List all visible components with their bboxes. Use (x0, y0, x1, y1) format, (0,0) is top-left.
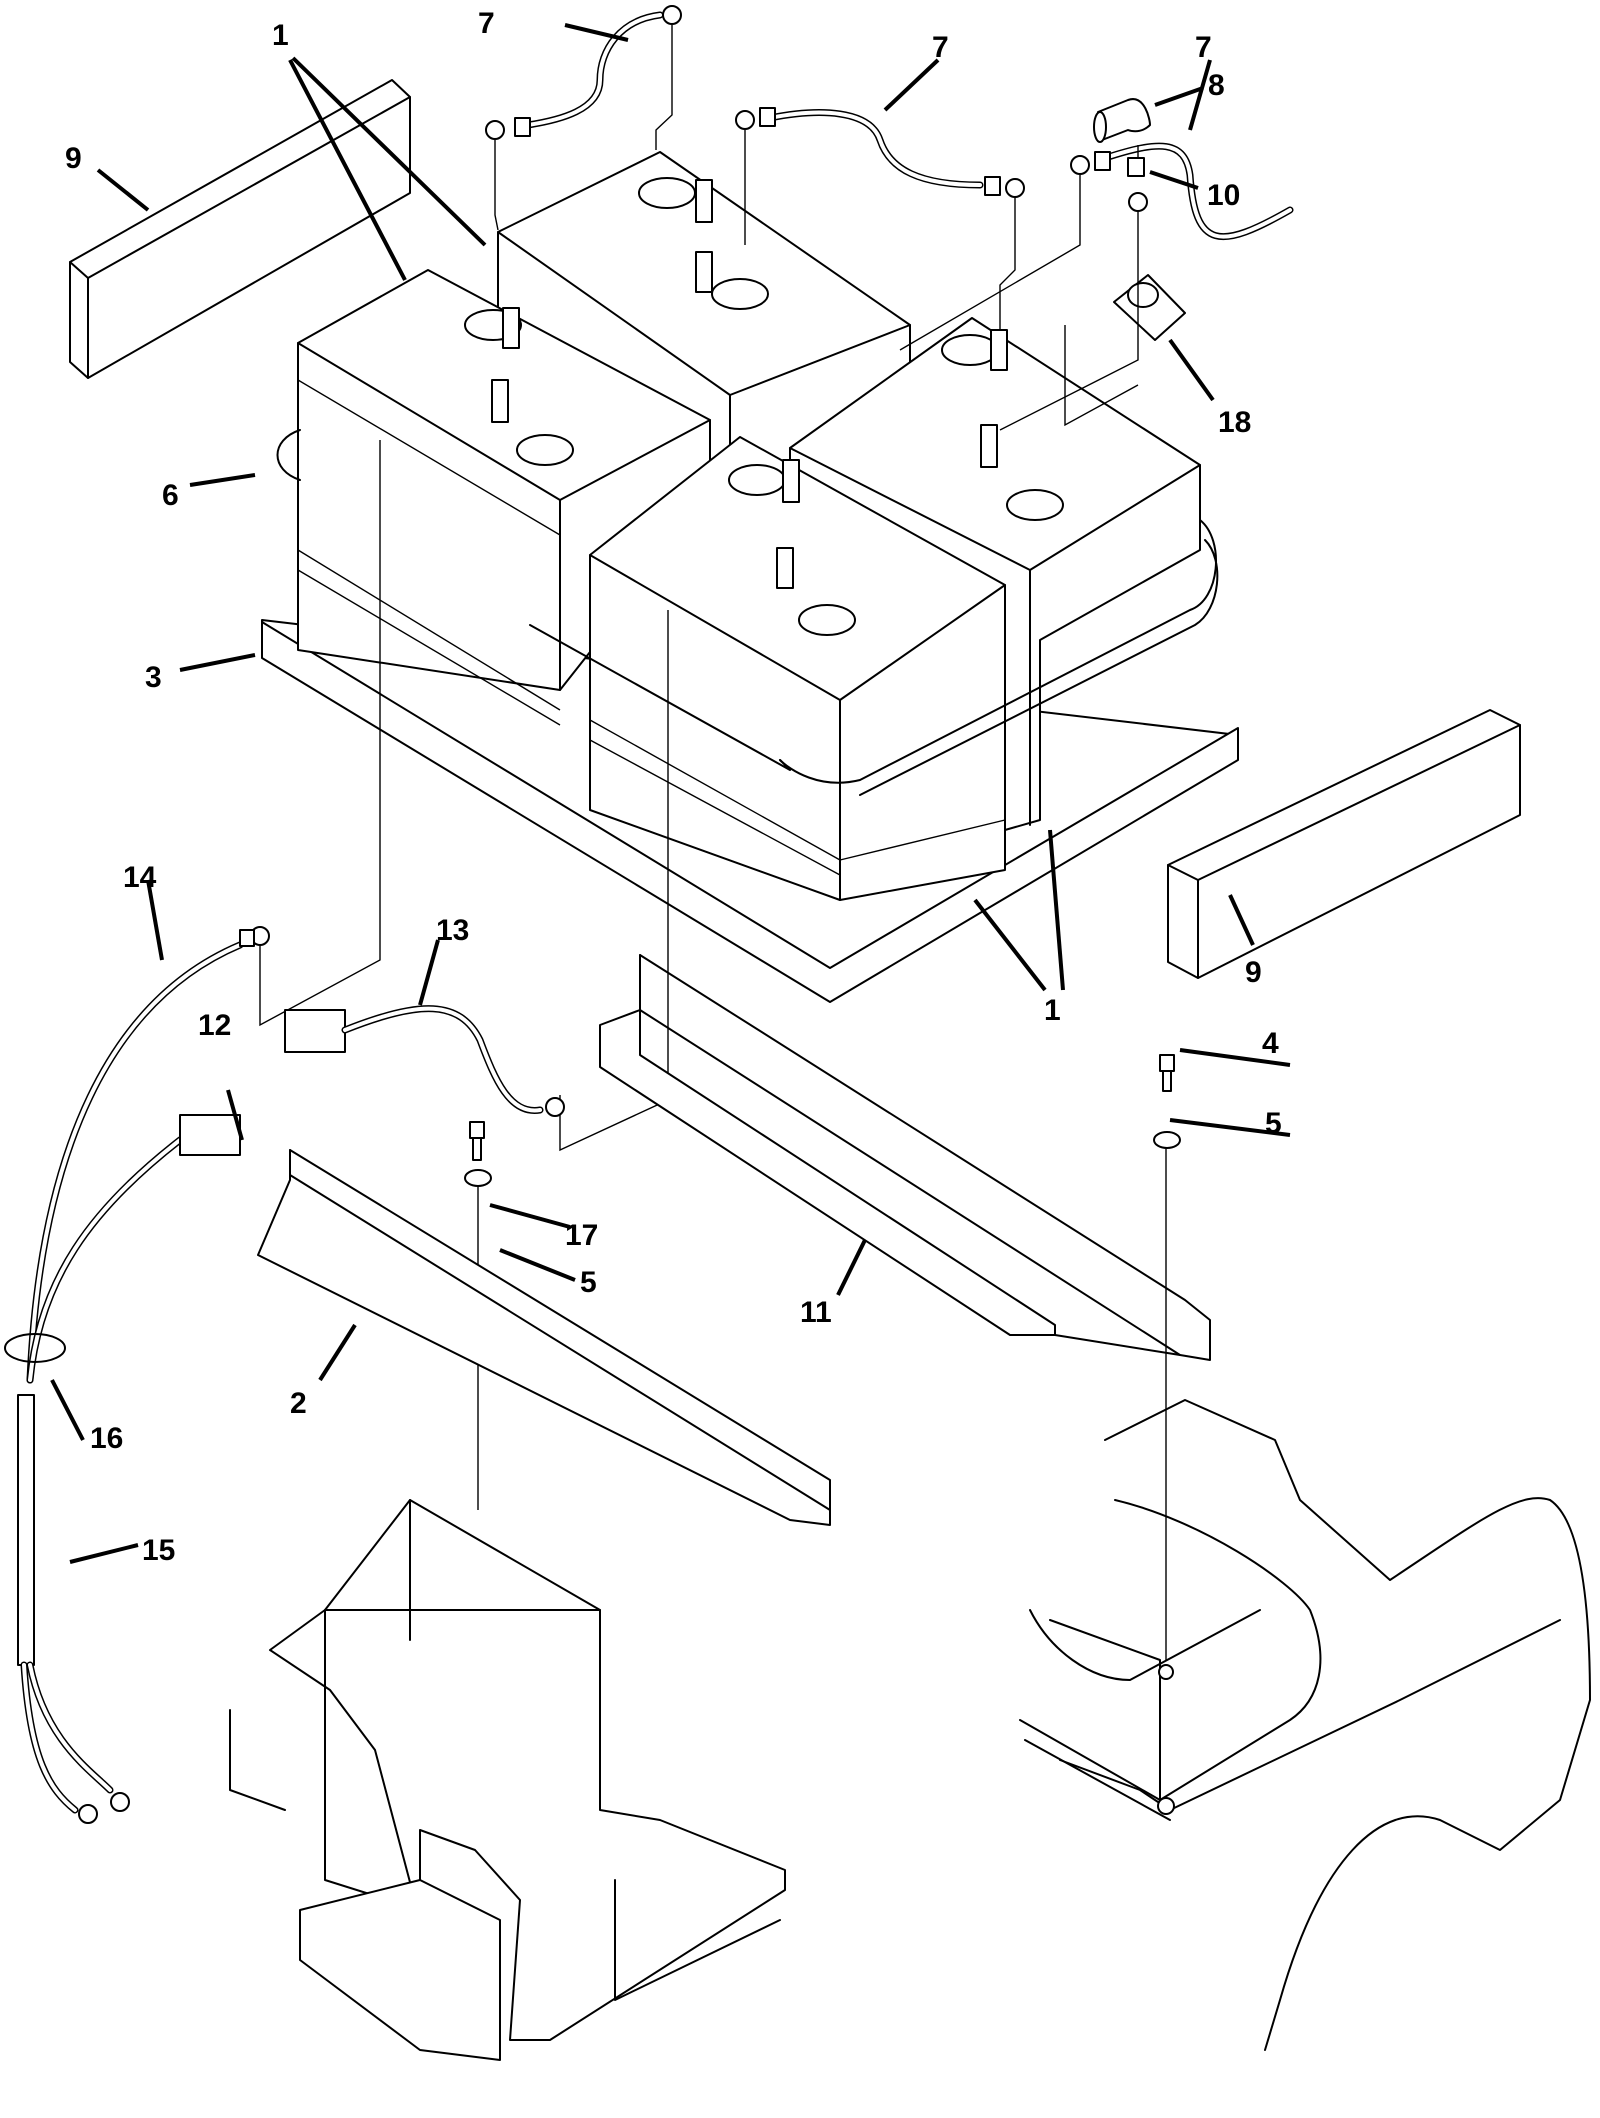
callout-4: 4 (1262, 1027, 1279, 1060)
callout-9b: 9 (1245, 956, 1262, 989)
harness-sleeve-15 (17, 1394, 35, 1666)
callout-7a: 7 (478, 7, 495, 40)
battery-front (589, 436, 1006, 901)
harness-cables (4, 926, 565, 1824)
callout-7c: 7 (1195, 31, 1212, 64)
vent-cap-icon (711, 278, 769, 310)
callout-17: 17 (565, 1219, 598, 1252)
angle-bracket-right (599, 954, 1211, 1361)
terminal-post-icon (782, 459, 800, 503)
callout-8: 8 (1208, 69, 1225, 102)
terminal-post-icon (695, 251, 713, 293)
washer-5-left (464, 1169, 492, 1187)
assembly-lines (259, 25, 1167, 1660)
terminal-post-icon (695, 179, 713, 223)
callout-5a: 5 (1265, 1107, 1282, 1140)
callout-14: 14 (123, 861, 157, 894)
terminal-post-icon (491, 379, 509, 423)
chassis-body (1019, 1399, 1591, 2051)
callout-arrows (50, 23, 1291, 1564)
nut (1127, 157, 1145, 177)
washer-5-right (1153, 1131, 1181, 1149)
callout-16: 16 (90, 1422, 123, 1455)
terminal-post-icon (980, 424, 998, 468)
hold-down-strap (276, 429, 1219, 796)
callout-10: 10 (1207, 179, 1240, 212)
bolt-17 (469, 1121, 485, 1161)
spacer-block-right (1167, 709, 1521, 979)
callout-7b: 7 (932, 31, 949, 64)
vent-cap-icon (516, 434, 574, 466)
connector-13 (284, 1009, 346, 1053)
grommet (1113, 274, 1186, 341)
terminal-boot (1093, 98, 1151, 143)
terminal-post-icon (776, 547, 794, 589)
callout-2: 2 (290, 1387, 307, 1420)
vent-cap-icon (1006, 489, 1064, 521)
callout-1b: 1 (1044, 994, 1061, 1027)
callout-1a: 1 (272, 19, 289, 52)
vent-cap-icon (728, 464, 786, 496)
vent-cap-icon (638, 177, 696, 209)
terminal-post-icon (502, 307, 520, 349)
callout-9a: 9 (65, 142, 82, 175)
battery-jumper-cables (485, 5, 1294, 241)
callout-3: 3 (145, 661, 162, 694)
bolt-4 (1159, 1054, 1175, 1092)
frame-bracket (229, 1499, 786, 2061)
cable-tie-16 (4, 1333, 66, 1363)
angle-bracket-left (257, 1149, 831, 1526)
vent-cap-icon (941, 334, 999, 366)
callout-11: 11 (800, 1296, 832, 1329)
callout-5b: 5 (580, 1266, 597, 1299)
callout-15: 15 (142, 1534, 175, 1567)
spacer-block-left (69, 79, 411, 379)
callout-13: 13 (436, 914, 469, 947)
callout-18: 18 (1218, 406, 1251, 439)
terminal-post-icon (990, 329, 1008, 371)
callout-6: 6 (162, 479, 179, 512)
callout-12: 12 (198, 1009, 231, 1042)
vent-cap-icon (798, 604, 856, 636)
connector-12 (179, 1114, 241, 1156)
